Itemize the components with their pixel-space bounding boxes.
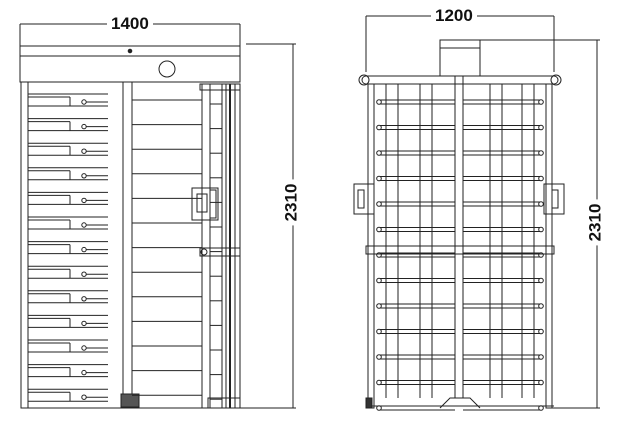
front-arm-knob bbox=[81, 271, 87, 277]
front-rotor-shaft bbox=[122, 81, 133, 395]
front-right-bars bbox=[132, 99, 222, 400]
side-arm-left-knob bbox=[376, 201, 382, 207]
side-arm-right-knob bbox=[538, 328, 544, 335]
front-width-label: 1400 bbox=[107, 15, 153, 32]
side-arm-left-knob bbox=[376, 226, 382, 233]
front-arm-knob bbox=[81, 173, 87, 179]
front-left-post bbox=[20, 81, 29, 409]
side-arm-left-knob bbox=[376, 124, 382, 131]
side-arm-left-knob bbox=[376, 252, 382, 258]
front-arm-knob bbox=[81, 197, 87, 204]
side-arm-left-knob bbox=[376, 303, 382, 309]
side-arm-right-knob bbox=[538, 379, 544, 386]
side-arm-right-knob bbox=[538, 252, 544, 258]
side-arm-left-knob bbox=[376, 277, 382, 284]
front-right-top-bracket bbox=[199, 83, 241, 91]
side-height-label: 2310 bbox=[585, 199, 604, 246]
front-card-reader bbox=[191, 187, 219, 221]
front-view bbox=[19, 23, 296, 409]
side-width-label: 1200 bbox=[431, 7, 477, 24]
side-view bbox=[353, 15, 600, 411]
side-arm-right-knob bbox=[538, 175, 544, 182]
front-arm-knob bbox=[81, 246, 87, 253]
front-arm-knob bbox=[81, 123, 87, 130]
side-middle-rail bbox=[365, 245, 555, 255]
side-arm-right-knob bbox=[538, 226, 544, 233]
front-top-cabinet bbox=[19, 55, 241, 83]
front-arm-knob bbox=[81, 320, 87, 327]
side-base-foot bbox=[439, 397, 481, 409]
side-arm-left-knob bbox=[376, 354, 382, 360]
side-left-card-reader bbox=[353, 183, 375, 215]
side-arm-right-knob bbox=[538, 99, 544, 105]
front-lock-icon bbox=[158, 60, 176, 78]
front-right-mid-bracket bbox=[199, 247, 241, 257]
side-arm-right-knob bbox=[538, 201, 544, 207]
front-arm-knob bbox=[81, 99, 87, 105]
side-arm-right-knob bbox=[538, 303, 544, 309]
side-top-box bbox=[439, 39, 481, 77]
front-indicator-dot bbox=[127, 48, 133, 54]
front-right-inner-post bbox=[201, 83, 211, 409]
side-arm-left-knob bbox=[376, 175, 382, 182]
front-arm-knob bbox=[81, 394, 87, 400]
front-arm-knob bbox=[81, 345, 87, 351]
side-center-post bbox=[454, 75, 464, 399]
side-arm-right-knob bbox=[538, 150, 544, 156]
side-arm-right-knob bbox=[538, 277, 544, 284]
side-right-card-reader bbox=[543, 183, 565, 215]
side-horizontal-arms bbox=[376, 99, 544, 411]
front-arm-knob bbox=[81, 222, 87, 228]
side-arm-right-knob bbox=[538, 354, 544, 360]
front-rotor-base bbox=[120, 393, 140, 408]
side-arm-left-knob bbox=[376, 150, 382, 156]
front-arm-knob bbox=[81, 148, 87, 154]
front-left-arms bbox=[28, 93, 108, 402]
side-arm-left-knob bbox=[376, 99, 382, 105]
side-arm-left-knob bbox=[376, 379, 382, 386]
front-arm-knob bbox=[81, 296, 87, 302]
front-height-label: 2310 bbox=[281, 179, 300, 226]
front-arm-knob bbox=[81, 369, 87, 376]
side-arm-right-knob bbox=[538, 124, 544, 131]
side-arm-left-knob bbox=[376, 328, 382, 335]
side-vertical-bars bbox=[385, 84, 535, 398]
side-top-rail bbox=[361, 75, 559, 85]
